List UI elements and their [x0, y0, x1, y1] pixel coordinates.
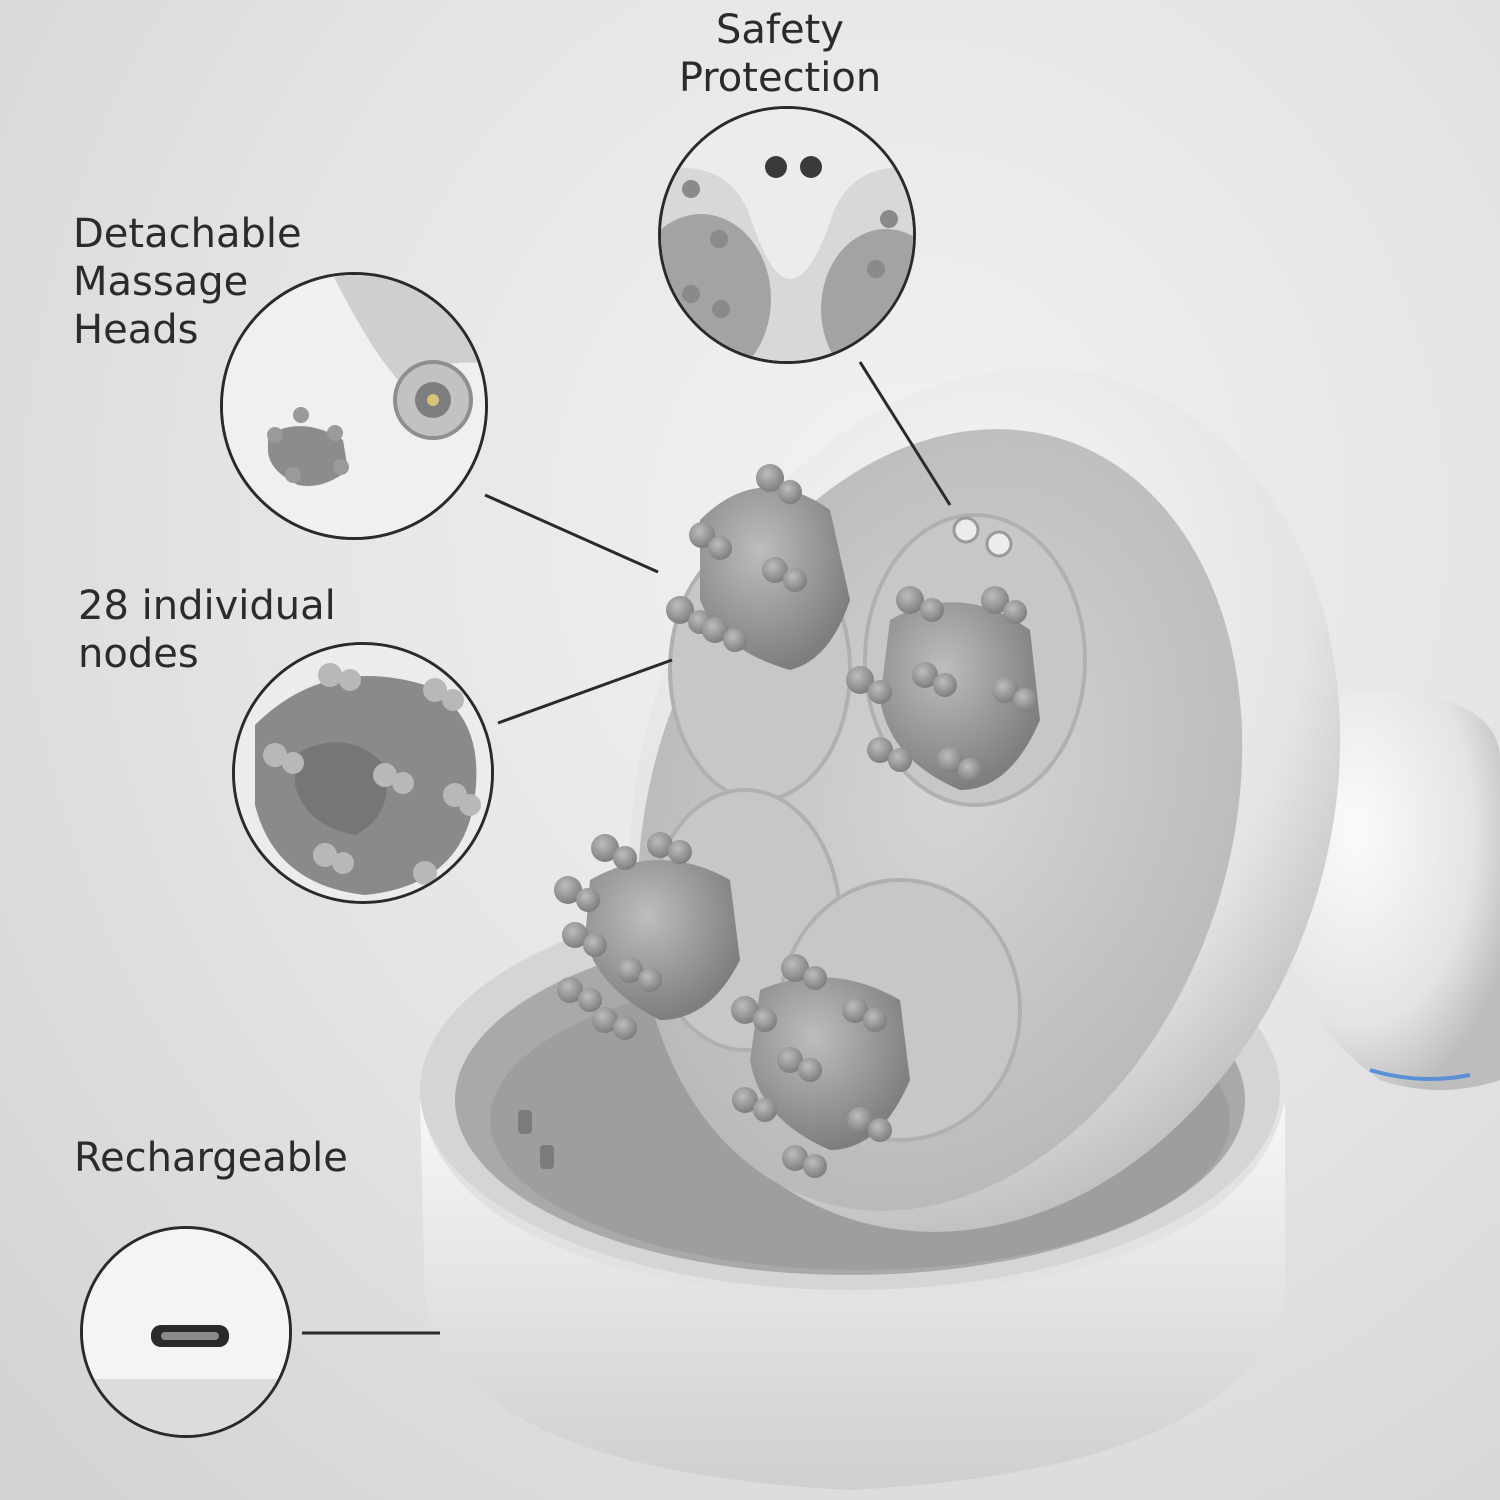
connector-safety [858, 361, 952, 506]
safety-label-line1: Safety [716, 7, 844, 53]
detachable-head-closeup [220, 272, 488, 540]
safety-protection-label: Safety Protection [660, 6, 900, 102]
connector-nodes [497, 658, 673, 725]
safety-sensor-closeup [658, 106, 916, 364]
rechargeable-label: Rechargeable [74, 1134, 348, 1182]
safety-label-line2: Protection [678, 55, 882, 101]
connector-detachable [484, 493, 659, 574]
massage-nodes [554, 464, 1040, 1178]
individual-nodes-label: 28 individual nodes [78, 582, 336, 678]
nodes-label-line1: 28 individual [78, 583, 336, 629]
detachable-label-line3: Heads [73, 307, 199, 353]
rechargeable-label-line1: Rechargeable [74, 1135, 348, 1181]
detachable-label-line2: Massage [73, 259, 249, 305]
nodes-closeup [232, 642, 494, 904]
detachable-label-line1: Detachable [73, 211, 302, 257]
nodes-label-line2: nodes [78, 631, 199, 677]
detachable-heads-label: Detachable Massage Heads [73, 210, 302, 354]
usb-port-closeup [80, 1226, 292, 1438]
